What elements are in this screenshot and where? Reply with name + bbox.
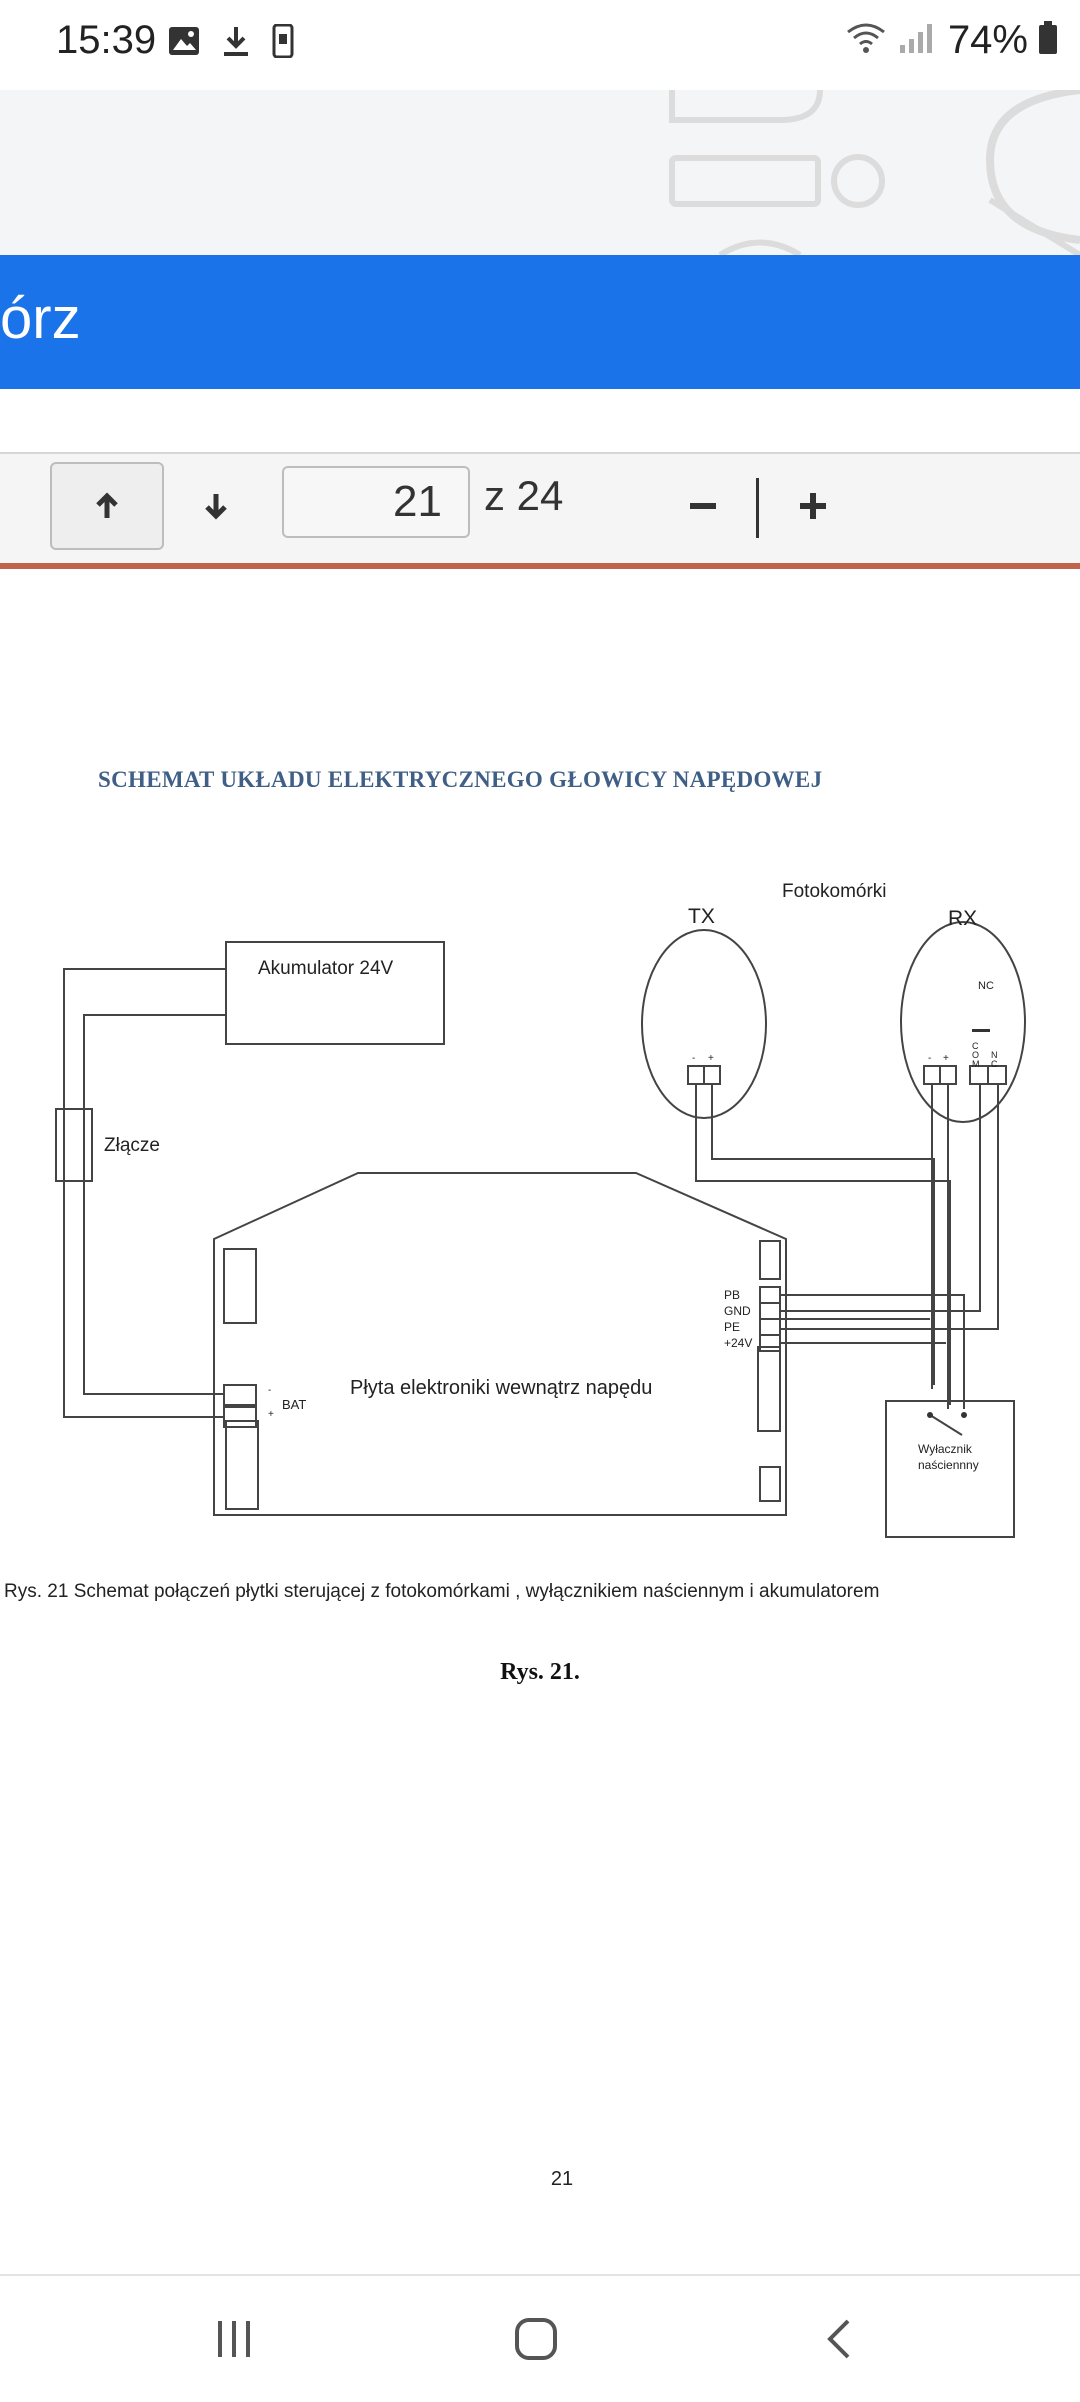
status-system-icons: 74% [844,18,1058,63]
board-outline [213,1172,787,1516]
home-button[interactable] [486,2304,586,2374]
switch-label-line1: Wyłacznik [918,1442,973,1456]
wire-tx-minus [695,1084,951,1405]
bat-minus-label: - [268,1385,271,1396]
zoom-out-button[interactable] [674,464,732,548]
board-component-5 [759,1466,781,1502]
page-number: 21 [550,2168,574,2190]
connector-box [55,1108,93,1182]
gnd-label: GND [724,1304,751,1318]
board-component-4 [757,1346,781,1432]
decorative-logo-graphic [669,90,1080,255]
home-icon [515,2318,557,2360]
recent-apps-icon [218,2321,250,2357]
signal-icon [898,21,938,60]
rx-plus-label: + [943,1053,949,1064]
com-label-c: C [972,1041,979,1051]
rx-terminal-plus [939,1065,957,1085]
zoom-separator [756,478,759,538]
battery-label: Akumulator 24V [258,958,394,979]
wire-tx-plus [711,1084,935,1385]
bat-label: BAT [282,1397,306,1412]
tx-minus-label: - [692,1053,695,1064]
download-icon [222,25,250,62]
terminal-24v [759,1334,781,1352]
navigation-bar [0,2274,1080,2402]
status-bar: 15:39 74% [0,0,1080,90]
battery-icon [1038,21,1058,60]
recent-apps-button[interactable] [184,2304,284,2374]
tx-plus-label: + [708,1053,714,1064]
header-background [0,90,1080,255]
pdf-page: SCHEMAT UKŁADU ELEKTRYCZNEGO GŁOWICY NAP… [0,569,1080,2274]
switch-contact-2 [961,1412,967,1418]
nc-vert-label-c: C [991,1059,998,1069]
terminal-pe [759,1318,781,1336]
board-label: Płyta elektroniki wewnątrz napędu [350,1377,652,1399]
wire-rx-com [780,1084,981,1312]
toolbar-divider [0,563,1080,569]
rx-terminal-minus [923,1065,941,1085]
rx-minus-label: - [928,1053,931,1064]
wire-pb [780,1294,965,1409]
spacer [0,389,1080,451]
pe-label: PE [724,1320,740,1334]
com-label-o: O [972,1050,979,1060]
status-time: 15:39 [56,18,157,62]
status-notification-icons [168,23,294,63]
back-button[interactable] [790,2304,890,2374]
wall-switch-box [885,1400,1015,1538]
nc-label: NC [978,980,994,992]
arrow-down-icon [205,494,227,520]
previous-page-button[interactable] [50,462,164,550]
arrow-up-icon [96,492,118,518]
rx-label: RX [948,907,977,930]
bat-plus-label: + [268,1409,274,1420]
app-bar-title: órz [0,286,81,351]
wire-battery-positive [83,1014,226,1395]
wifi-icon [844,20,888,61]
page-number-input[interactable]: 21 [282,466,470,538]
phone-device-icon [272,23,294,63]
nc-vert-label-n: N [991,1050,998,1060]
battery-box [225,941,445,1045]
app-bar: órz [0,255,1080,389]
next-page-button[interactable] [180,464,252,548]
plus-icon [800,493,826,519]
connector-label: Złącze [104,1135,160,1156]
tx-label: TX [688,905,715,928]
switch-contact-1 [927,1412,933,1418]
board-component-1 [223,1248,257,1324]
minus-icon [690,503,716,509]
tx-terminal-minus [687,1065,705,1085]
image-icon [168,26,200,61]
com-label-m: M [972,1059,980,1069]
24v-label: +24V [724,1336,752,1350]
terminal-gnd [759,1302,781,1320]
terminal-pb [759,1286,781,1304]
zoom-in-button[interactable] [784,464,842,548]
tx-photocell [641,929,767,1119]
document-title: SCHEMAT UKŁADU ELEKTRYCZNEGO GŁOWICY NAP… [98,767,823,792]
figure-caption: Rys. 21 Schemat połączeń płytki sterując… [4,1581,880,1602]
wire-battery-negative [63,968,226,1418]
battery-percent: 74% [947,18,1028,62]
board-component-2 [225,1420,259,1510]
rx-photocell [900,921,1026,1123]
switch-label-line2: naściennny [918,1458,979,1472]
bat-terminal-2 [223,1406,257,1428]
page-count-label: z 24 [484,472,564,519]
pdf-toolbar: 21 z 24 [0,452,1080,566]
wiring-diagram: Fotokomórki TX RX Akumulator 24V Złącze … [55,881,1026,1538]
bat-terminal-1 [223,1384,257,1406]
nc-indicator-bar [972,1029,990,1032]
tx-terminal-plus [703,1065,721,1085]
back-icon [827,2319,850,2359]
figure-label: Rys. 21. [500,1659,580,1685]
wire-rx-nc [780,1084,999,1330]
pb-label: PB [724,1288,740,1302]
board-component-3 [759,1240,781,1280]
wall-switch-lever [929,1414,963,1436]
photocells-label: Fotokomórki [782,881,887,902]
